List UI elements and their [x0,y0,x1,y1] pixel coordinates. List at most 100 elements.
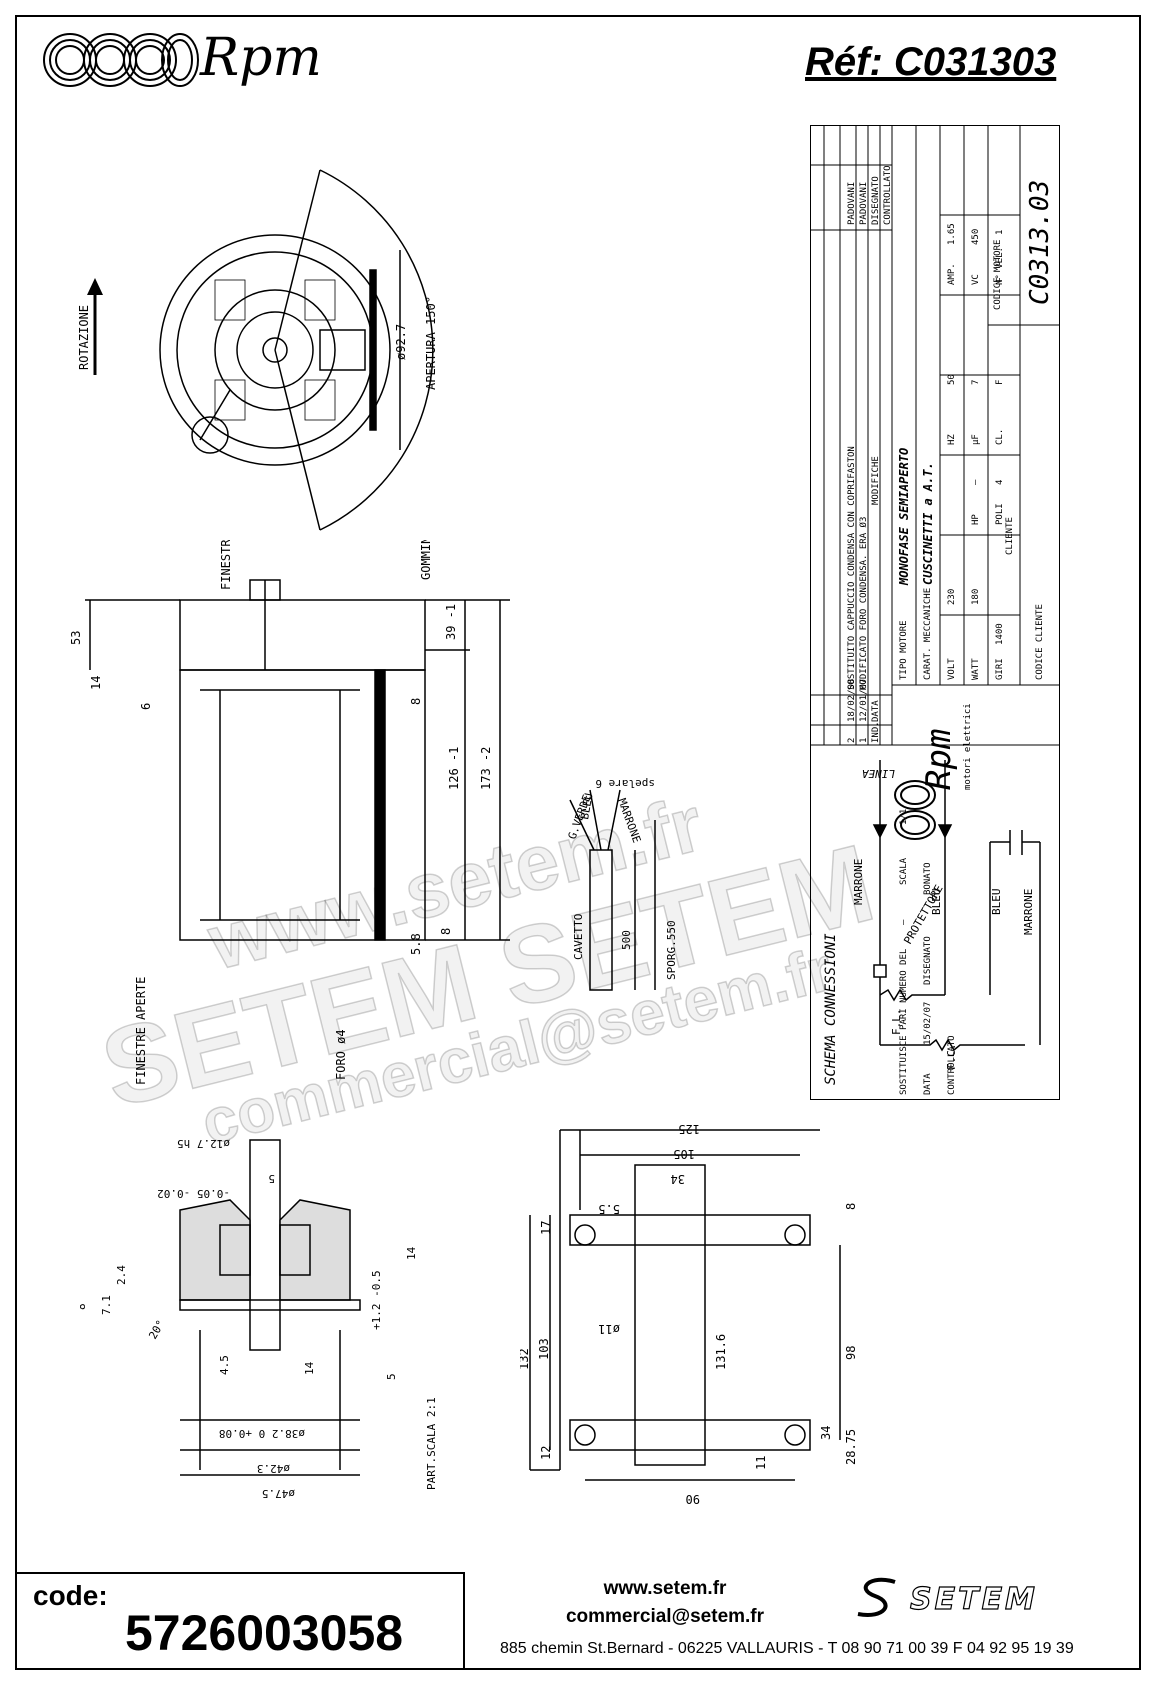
setem-logo-text: SETEM [909,1581,1038,1617]
dim-8a: 8 [409,698,423,705]
dim-6: 6 [139,703,153,710]
sostituisce-label: SOSTITUISCE PARI NUMERO DEL [899,949,909,1095]
detail-2-4: 2.4 [115,1265,128,1285]
cable-detail: spelare 6 G.VERDE BLEU MARRONE CAVETTO 5… [566,777,678,991]
rev2-by: PADOVANI [847,182,857,225]
rev1-number: 1 [859,738,869,743]
bracket-12: 12 [539,1446,553,1460]
motor-front-view: ROTAZIONE ø92.7 APERTURA 150° [77,169,438,531]
bracket-34b: 34 [819,1426,833,1440]
data-value: 15/02/07 [923,1002,933,1045]
detail-20: 20° [146,1318,167,1342]
title-block-coil-logo [894,780,936,840]
hp-label: HP [971,514,981,525]
amp-label: AMP. [947,263,957,285]
cl-label: CL. [995,429,1005,445]
vel-value: 1 [995,230,1005,235]
uf-label: µF [971,434,981,445]
schema-fc: F.C. [945,1044,958,1071]
wiring-schematic: LINEA MARRONE PROTETTORE BLEU BLEU MARRO… [823,760,1041,1085]
volt-value: 230 [947,589,957,605]
schema-marrone-2: MARRONE [1022,889,1035,935]
poli-label: POLI [995,503,1005,525]
motor-side-view: FINESTRE APERTE GOMMINO ANTIVIBRANTE 53 … [70,540,510,1085]
footer-address: 885 chemin St.Bernard - 06225 VALLAURIS … [500,1640,1074,1657]
rev2-number: 2 [847,738,857,743]
rev-header-ind: IND. [871,721,881,743]
cable-spelare: spelare 6 [595,777,655,790]
rev-header-controllato: CONTROLLATO [883,165,893,225]
controllato-label: CONTROLLATO [947,1035,957,1095]
title-block-company-sub: motori elettrici [963,703,973,790]
detail-1-2: +1.2 -0.5 [370,1270,383,1330]
vc-label: VC [971,274,981,285]
giri-label: GIRI [995,658,1005,680]
bracket-17: 17 [539,1221,553,1235]
bracket-105: 105 [673,1147,695,1161]
bracket-34: 34 [671,1172,685,1186]
dim-53: 53 [70,631,83,645]
rev1-text: MODIFICATO FORO CONDENSA. ERA Ø3 [858,517,869,690]
gommino-label: GOMMINO ANTIVIBRANTE [419,540,433,580]
setem-swirl-icon [857,1577,896,1617]
footer-email[interactable]: commercial@setem.fr [565,1606,765,1627]
dim-14: 14 [89,676,103,690]
title-block-company: Rpm [919,729,959,790]
detail-shaft: ø12.7 h5 [177,1137,230,1150]
schema-fl: F.L. [890,1009,903,1036]
schema-bleu-1: BLEU [930,889,943,916]
poli-value: 4 [995,480,1005,485]
disegnato-value: BONATO [923,862,933,895]
bracket-98: 98 [844,1346,858,1360]
schema-title: SCHEMA CONNESSIONI [823,933,839,1085]
reference-number: Réf: C031303 [805,40,1057,84]
cable-500: 500 [620,930,633,950]
dim-5-8: 5.8 [409,933,423,955]
rpm-coil-logo [43,33,199,87]
detail-5b: 5 [385,1373,398,1380]
rev-header-disegnato: DISEGNATO [871,176,881,225]
detail-scale: PART.SCALA 2:1 [425,1397,438,1490]
rev-header-data: DATA [871,700,881,722]
amp-value: 1.65 [947,223,957,245]
watt-label: WATT [971,658,981,680]
title-block-grid: 2 18/02/08 SOSTITUITO CAPPUCCIO CONDENSA… [810,125,1060,1095]
detail-38: ø38.2 0 +0.08 [219,1427,305,1440]
watt-value: 180 [971,589,981,605]
vc-value: 450 [971,229,981,245]
dim-8b: 8 [439,928,453,935]
scala-value: 1/1 [899,809,909,825]
detail-42: ø42.3 [257,1462,290,1475]
footer-website[interactable]: www.setem.fr [603,1578,727,1599]
codice-cliente-label: CODICE CLIENTE [1035,604,1045,680]
rev-header-modifiche: MODIFICHE [871,456,881,505]
rev1-by: PADOVANI [859,182,869,225]
schema-linea: LINEA [862,767,895,780]
cable-cavetto: CAVETTO [572,914,585,960]
sostituisce-value: – [899,919,909,925]
schema-bleu-2: BLEU [990,889,1003,916]
data-label: DATA [923,1073,933,1095]
detail-5: 5 [268,1172,275,1185]
detail-4-5: 4.5 [218,1355,231,1375]
hz-value: 50 [947,374,957,385]
bracket-8: 8 [844,1203,858,1210]
diameter-label: ø92.7 [394,324,408,360]
rev1-date: 12/01/07 [859,679,869,722]
carat-label: CARAT. MECCANICHE [923,588,933,680]
bracket-125: 125 [678,1122,700,1136]
rev2-text: SOSTITUITO CAPPUCCIO CONDENSA CON COPRIF… [847,446,857,690]
carat-value: CUSCINETTI a A.T. [921,462,935,585]
shaft-detail: ø12.7 h5 5 -0.05 -0.02 2.4 8 7.1 20° 4.5… [80,1137,438,1500]
volt-label: VOLT [947,658,957,680]
apertura-label: APERTURA 150° [424,296,438,390]
rotazione-label: ROTAZIONE [77,305,91,370]
drawing-frame [15,15,1141,1670]
code-box: code: 5726003058 [17,1572,465,1668]
detail-8: 8 [80,1303,88,1310]
bracket-detail: 125 105 34 5.5 8 17 ø11 132 103 131.6 98… [520,1122,858,1506]
uf-value: 7 [971,380,981,385]
finestre-aperte-bottom: FINESTRE APERTE [134,977,148,1085]
cl-value: F [995,380,1005,385]
code-value: 5726003058 [125,1605,404,1661]
